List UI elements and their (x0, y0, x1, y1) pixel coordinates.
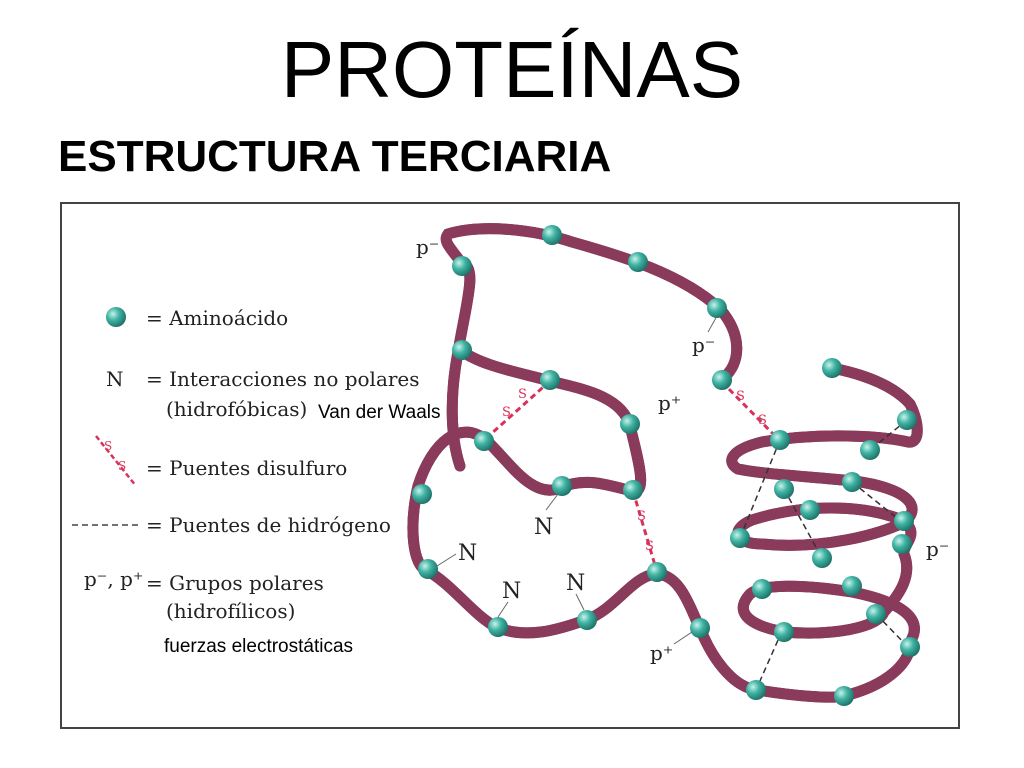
amino-acid-bead (707, 298, 727, 318)
protein-figure: = Aminoácido N = Interacciones no polare… (60, 202, 960, 729)
amino-acid-bead (892, 534, 912, 554)
nonpolar-label-n: N (534, 515, 553, 540)
svg-text:S: S (104, 439, 112, 453)
amino-acid-bead (647, 562, 667, 582)
nonpolar-label-n: N (502, 579, 521, 604)
label-leader-line (545, 493, 559, 511)
label-leader-line (673, 631, 693, 645)
label-leader-line (707, 315, 718, 333)
disulfide-s-label: S (645, 539, 654, 554)
amino-acid-bead (474, 431, 494, 451)
legend-nonpolar-label: = Interacciones no polares (146, 367, 420, 391)
amino-acid-bead (842, 472, 862, 492)
amino-acid-bead (866, 604, 886, 624)
amino-acid-bead (897, 410, 917, 430)
hydrogen-bond (783, 488, 823, 559)
legend-electrostatic-note: fuerzas electrostáticas (164, 636, 353, 657)
amino-acid-bead (812, 548, 832, 568)
legend-disulfide-label: = Puentes disulfuro (146, 456, 347, 480)
nonpolar-label-n: N (566, 571, 585, 596)
amino-acid-bead (418, 559, 438, 579)
hydrogen-bond (755, 630, 783, 691)
legend-polar-label: = Grupos polares (146, 571, 324, 595)
amino-acid-bead (860, 440, 880, 460)
legend-aminoacid-label: = Aminoácido (146, 306, 288, 330)
amino-acid-bead (552, 476, 572, 496)
legend-vanderwaals-note: Van der Waals (318, 402, 441, 423)
polar-label-p-minus: p⁻ (416, 235, 439, 259)
tertiary-structure-diagram: = Aminoácido N = Interacciones no polare… (72, 204, 949, 706)
amino-acid-bead (542, 225, 562, 245)
amino-acid-bead (822, 358, 842, 378)
amino-acid-bead (620, 414, 640, 434)
disulfide-s-label: S (736, 389, 745, 404)
amino-acid-bead (834, 686, 854, 706)
disulfide-s-label: S (758, 413, 767, 428)
amino-acid-bead (900, 637, 920, 657)
legend-nonpolar-sublabel: (hidrofóbicas) (166, 397, 307, 421)
amino-acid-bead (690, 618, 710, 638)
amino-acid-beads (412, 225, 920, 706)
legend: = Aminoácido N = Interacciones no polare… (72, 306, 441, 657)
diagram-labels: p⁻ p⁻ p⁺ p⁻ p⁺ N N N N (416, 235, 949, 665)
amino-acid-bead (842, 576, 862, 596)
polar-label-p-minus: p⁻ (692, 333, 715, 357)
label-leader-line (575, 593, 585, 611)
amino-acid-bead (770, 430, 790, 450)
svg-text:S: S (118, 459, 126, 473)
amino-acid-bead (540, 370, 560, 390)
polar-label-p-plus: p⁺ (658, 391, 681, 415)
amino-acid-bead (894, 511, 914, 531)
polar-label-p-plus: p⁺ (650, 641, 673, 665)
hydrogen-bond (875, 613, 909, 648)
page-subtitle: ESTRUCTURA TERCIARIA (58, 132, 612, 181)
label-leader-line (497, 601, 509, 618)
legend-n-symbol: N (106, 367, 124, 391)
amino-acid-bead (452, 340, 472, 360)
amino-acid-bead (623, 480, 643, 500)
amino-acid-bead (752, 579, 772, 599)
disulfide-bridge (631, 490, 659, 573)
amino-acid-bead (800, 500, 820, 520)
disulfide-bridge (480, 379, 552, 444)
hydrogen-bond (851, 481, 903, 523)
polar-label-p-minus: p⁻ (926, 537, 949, 561)
hydrogen-bonds (739, 419, 909, 691)
disulfide-bridges: S S S S S S (480, 379, 782, 573)
page-title: PROTEÍNAS (280, 25, 744, 114)
legend-hydrogen-label: = Puentes de hidrógeno (146, 513, 391, 537)
disulfide-s-label: S (502, 405, 511, 420)
nonpolar-label-n: N (458, 541, 477, 566)
label-leader-line (436, 553, 457, 567)
amino-acid-bead (746, 680, 766, 700)
disulfide-bridge (720, 380, 782, 443)
amino-acid-bead (488, 617, 508, 637)
amino-acid-bead (452, 256, 472, 276)
amino-acid-bead (412, 484, 432, 504)
legend-polar-symbol: p⁻, p⁺ (84, 567, 143, 591)
legend-disulfide-icon: S S (95, 435, 137, 487)
amino-acid-bead (774, 479, 794, 499)
hydrogen-bond (739, 439, 781, 539)
legend-aminoacid-bead-icon (106, 307, 126, 327)
hydrogen-bond (869, 419, 908, 451)
disulfide-s-label: S (637, 509, 646, 524)
legend-polar-sublabel: (hidrofílicos) (166, 599, 295, 623)
amino-acid-bead (577, 610, 597, 630)
disulfide-s-label: S (518, 387, 527, 402)
amino-acid-bead (774, 622, 794, 642)
amino-acid-bead (628, 252, 648, 272)
amino-acid-bead (712, 370, 732, 390)
amino-acid-bead (730, 528, 750, 548)
